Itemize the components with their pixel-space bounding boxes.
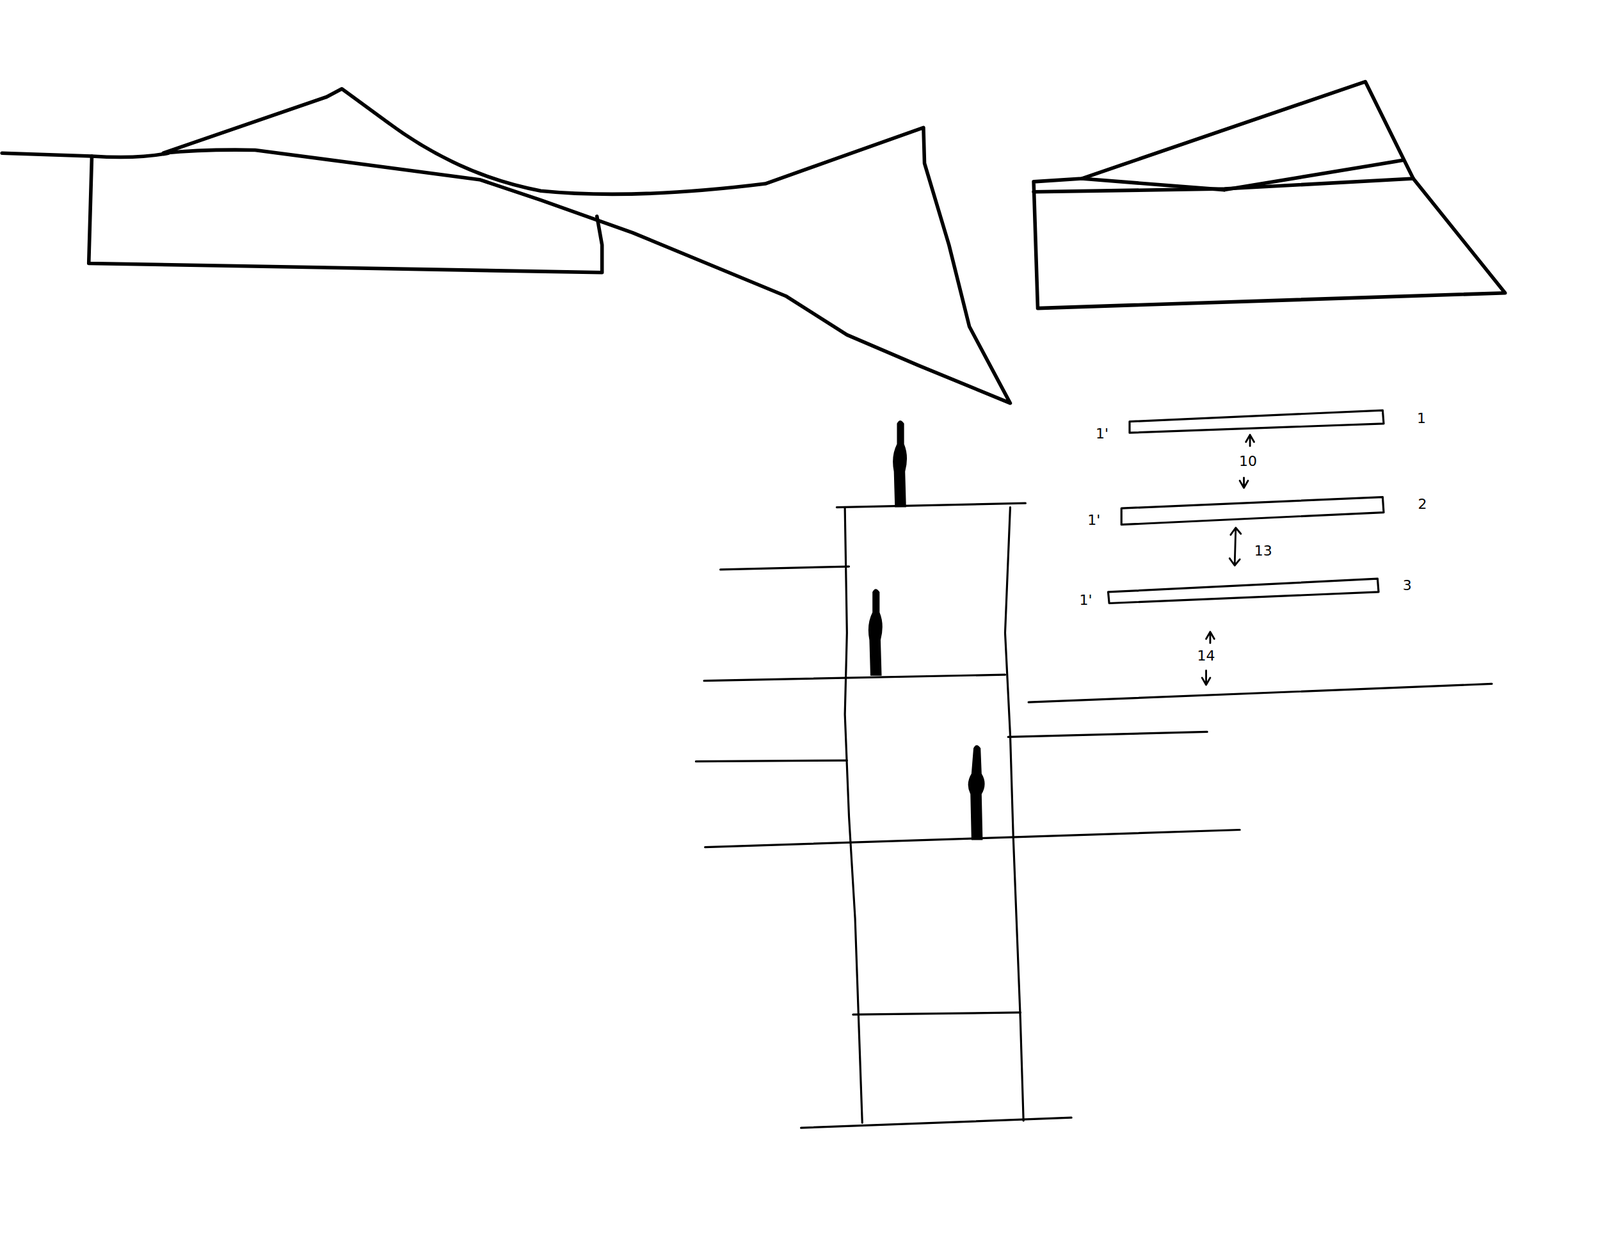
building-box	[1033, 81, 1506, 309]
roof-sail	[163, 88, 1010, 404]
floor-line	[1028, 683, 1492, 703]
dimension-value: 10	[1237, 453, 1259, 470]
dimension-value: 13	[1253, 543, 1274, 559]
slab-number: 1	[1415, 410, 1428, 427]
tower-section	[695, 503, 1240, 1128]
slab-number: 2	[1416, 496, 1429, 512]
slab-thickness: 1'	[1094, 426, 1110, 442]
slab	[1121, 497, 1384, 525]
building-box	[88, 156, 603, 273]
slab-thickness: 1'	[1086, 512, 1102, 528]
slab-thickness: 1'	[1077, 592, 1094, 608]
slab	[1108, 578, 1380, 603]
roof-line	[1081, 178, 1225, 191]
dimension-arrow	[1229, 527, 1241, 566]
slab	[1129, 410, 1384, 433]
roof-line	[1224, 160, 1403, 190]
ground-line	[1, 152, 169, 157]
dimension-value: 14	[1196, 648, 1217, 664]
slab-number: 3	[1401, 577, 1414, 594]
human-figure	[868, 420, 985, 840]
